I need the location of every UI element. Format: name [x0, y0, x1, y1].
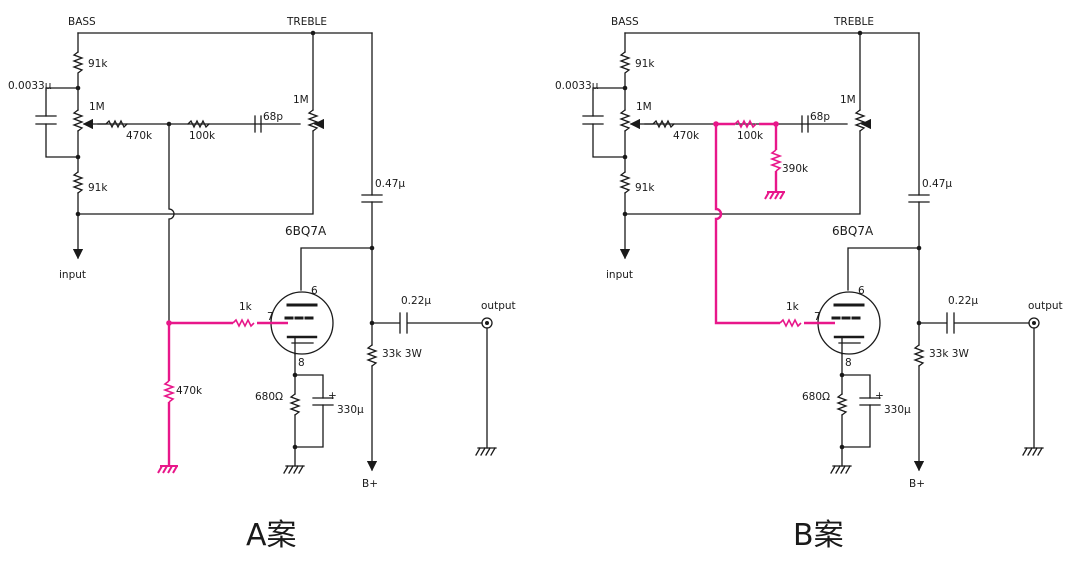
a-label-470k-grid: 470k: [176, 385, 203, 397]
a-label-1k: 1k: [239, 301, 253, 313]
b-label-91k-top: 91k: [635, 58, 655, 70]
a-label-100k: 100k: [189, 130, 216, 142]
b-label-plus: +: [875, 390, 884, 402]
b-label-tube: 6BQ7A: [832, 224, 874, 238]
b-label-pin7: 7: [814, 311, 821, 323]
a-label-plus: +: [328, 390, 337, 402]
a-label-treble: TREBLE: [286, 16, 327, 28]
a-label-470k-mid: 470k: [126, 130, 153, 142]
a-label-pin7: 7: [267, 311, 274, 323]
b-label-cap-00033: 0.0033μ: [555, 80, 599, 92]
a-label-bass: BASS: [68, 16, 96, 28]
circuit-a: [35, 30, 497, 474]
a-label-330: 330μ: [337, 404, 364, 416]
a-label-output: output: [481, 300, 516, 312]
b-label-680: 680Ω: [802, 391, 830, 403]
a-label-cap-022: 0.22μ: [401, 295, 431, 307]
b-label-390k: 390k: [782, 163, 809, 175]
b-label-68p: 68p: [810, 111, 830, 123]
b-label-input: input: [606, 269, 633, 281]
a-label-treble-pot: 1M: [293, 94, 309, 106]
a-label-91k-top: 91k: [88, 58, 108, 70]
a-label-68p: 68p: [263, 111, 283, 123]
b-label-91k-bottom: 91k: [635, 182, 655, 194]
b-label-cap-047: 0.47μ: [922, 178, 952, 190]
caption-a: A案: [246, 518, 297, 553]
b-label-470k-mid: 470k: [673, 130, 700, 142]
a-label-bplus: B+: [362, 478, 378, 490]
b-label-output: output: [1028, 300, 1063, 312]
caption-b: B案: [793, 518, 844, 553]
a-label-bass-pot: 1M: [89, 101, 105, 113]
a-label-33k: 33k 3W: [382, 348, 422, 360]
b-label-pin8: 8: [845, 357, 852, 369]
a-label-cap-00033: 0.0033μ: [8, 80, 52, 92]
b-label-bplus: B+: [909, 478, 925, 490]
b-label-treble: TREBLE: [833, 16, 874, 28]
b-label-100k: 100k: [737, 130, 764, 142]
b-label-330: 330μ: [884, 404, 911, 416]
a-label-tube: 6BQ7A: [285, 224, 327, 238]
a-label-pin8: 8: [298, 357, 305, 369]
circuit-b: [582, 30, 1044, 474]
a-label-680: 680Ω: [255, 391, 283, 403]
b-label-treble-pot: 1M: [840, 94, 856, 106]
a-label-cap-047: 0.47μ: [375, 178, 405, 190]
b-label-bass-pot: 1M: [636, 101, 652, 113]
a-label-input: input: [59, 269, 86, 281]
b-label-pin6: 6: [858, 285, 865, 297]
a-label-91k-bottom: 91k: [88, 182, 108, 194]
a-label-pin6: 6: [311, 285, 318, 297]
b-label-1k: 1k: [786, 301, 800, 313]
b-label-bass: BASS: [611, 16, 639, 28]
b-label-33k: 33k 3W: [929, 348, 969, 360]
b-label-cap-022: 0.22μ: [948, 295, 978, 307]
